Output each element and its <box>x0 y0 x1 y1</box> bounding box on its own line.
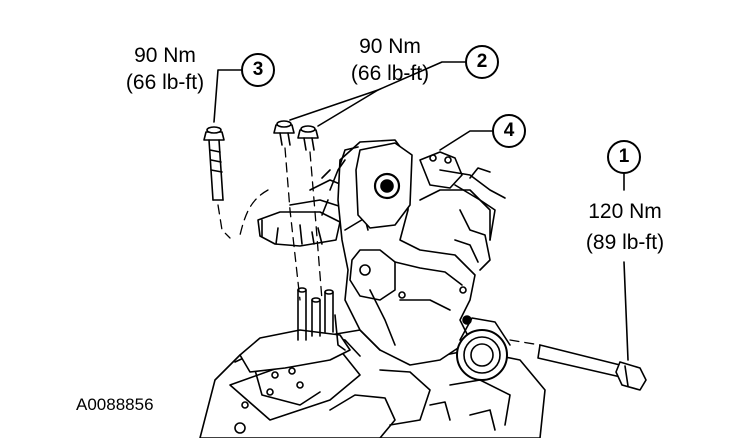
callout-3-torque-nm: 90 Nm <box>134 44 196 67</box>
figure-id-label: A0088856 <box>76 395 154 414</box>
callout-3-torque-lbft: (66 lb-ft) <box>125 71 205 94</box>
callout-2-torque-nm: 90 Nm <box>359 35 421 58</box>
isolator-pulley <box>321 142 413 229</box>
leader-lines <box>213 61 629 361</box>
callout-2-badge: 2 <box>465 45 499 79</box>
bolt-2a <box>273 120 295 146</box>
bolt-2b <box>297 125 319 151</box>
bolt-3 <box>203 126 225 201</box>
callout-2-torque-lbft: (66 lb-ft) <box>350 62 430 85</box>
upper-mount-bracket <box>257 179 351 247</box>
crankshaft-seal <box>456 315 511 381</box>
callout-1-torque-nm: 120 Nm <box>588 200 662 223</box>
upper-right-linkage <box>419 151 506 241</box>
alignment-lines <box>217 147 541 346</box>
bolt-1 <box>537 344 647 391</box>
callout-1-badge: 1 <box>607 140 641 174</box>
callout-1-torque-lbft: (89 lb-ft) <box>585 231 665 254</box>
mount-bracket <box>239 287 351 373</box>
callout-3-badge: 3 <box>241 53 275 87</box>
callout-4-badge: 4 <box>492 114 526 148</box>
